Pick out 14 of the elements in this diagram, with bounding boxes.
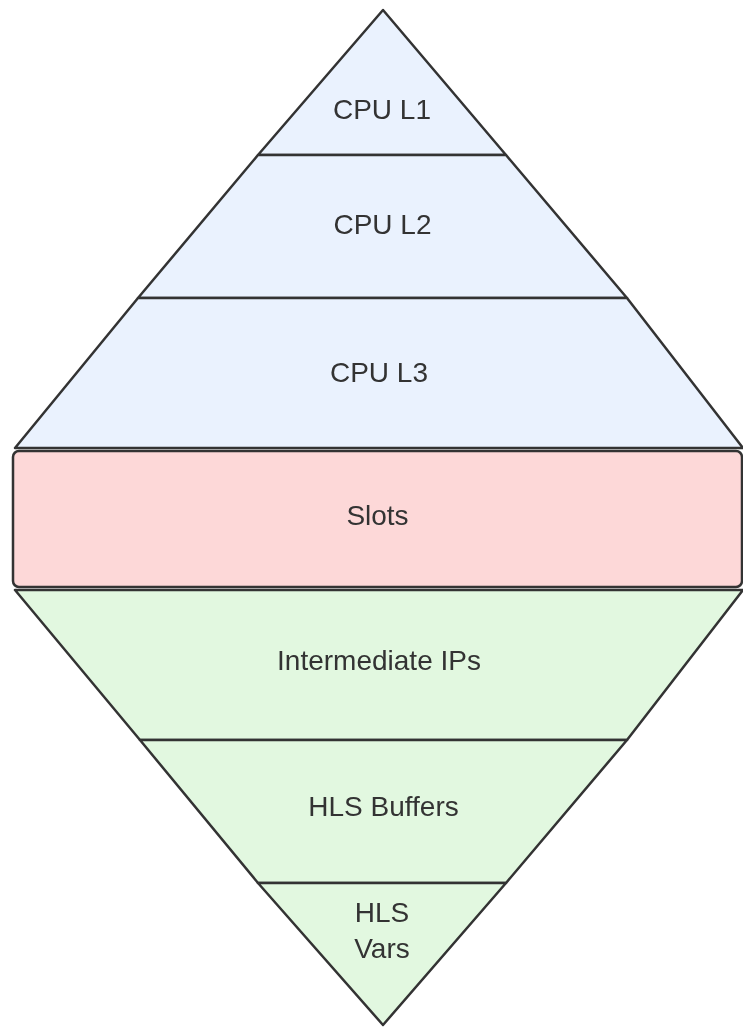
band-label: CPU L2 (333, 208, 432, 243)
band-label: HLS Buffers (308, 790, 459, 825)
pyramid-tip (258, 883, 506, 1025)
pyramid-band (15, 590, 743, 740)
pyramid-band (15, 298, 743, 448)
pyramid-tip (258, 10, 506, 155)
pyramid-band (140, 740, 627, 883)
band-label: CPU L1 (333, 93, 431, 128)
band-label: Slots (346, 499, 409, 534)
band-label: HLS Vars (353, 896, 411, 967)
band-label: CPU L3 (330, 356, 428, 390)
pyramid-band (138, 155, 627, 298)
pyramid-band (12, 450, 743, 588)
band-label: Intermediate IPs (277, 643, 481, 678)
